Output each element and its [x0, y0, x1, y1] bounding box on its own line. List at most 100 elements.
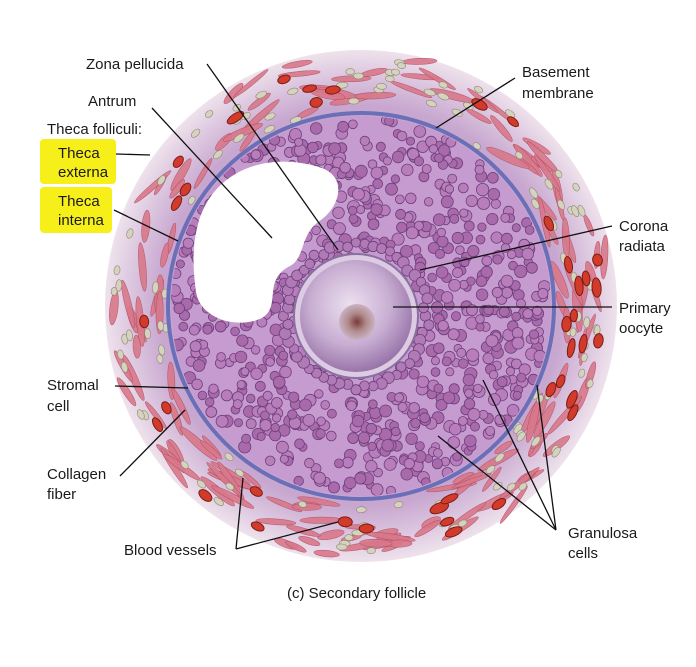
label-granulosa-cells-line2: cells — [568, 545, 598, 562]
granulosa-cell — [409, 369, 419, 379]
granulosa-cell — [493, 255, 502, 264]
granulosa-cell — [242, 434, 251, 443]
granulosa-cell — [352, 415, 364, 427]
granulosa-cell — [327, 409, 336, 418]
granulosa-cell — [476, 289, 488, 301]
granulosa-cell — [409, 403, 420, 414]
granulosa-cell — [491, 199, 500, 208]
granulosa-cell — [270, 302, 281, 313]
granulosa-cell — [435, 249, 444, 258]
label-antrum: Antrum — [88, 93, 136, 110]
granulosa-cell — [477, 197, 489, 209]
granulosa-cell — [513, 391, 521, 399]
granulosa-cell — [397, 222, 407, 232]
granulosa-cell — [417, 376, 429, 388]
granulosa-cell — [315, 390, 324, 399]
granulosa-cell — [468, 245, 479, 256]
oocyte-nucleus — [339, 304, 375, 340]
granulosa-cell — [347, 401, 357, 411]
granulosa-cell — [342, 457, 353, 468]
granulosa-cell — [488, 172, 499, 183]
granulosa-cell — [434, 343, 445, 354]
granulosa-cell — [424, 198, 433, 207]
label-collagen-fiber-line1: Collagen — [47, 466, 106, 483]
granulosa-cell — [396, 209, 406, 219]
corona-radiata-cell — [284, 294, 294, 304]
granulosa-cell — [449, 279, 461, 291]
granulosa-cell — [193, 360, 205, 372]
stromal-cell — [348, 98, 359, 104]
granulosa-cell — [453, 268, 463, 278]
granulosa-cell — [384, 458, 396, 470]
granulosa-cell — [431, 357, 439, 365]
granulosa-cell — [221, 390, 232, 401]
granulosa-cell — [333, 207, 345, 219]
granulosa-cell — [392, 151, 404, 163]
stromal-cell — [345, 534, 354, 540]
granulosa-cell — [466, 195, 477, 206]
granulosa-cell — [176, 260, 184, 268]
granulosa-cell — [280, 366, 292, 378]
granulosa-cell — [435, 154, 444, 163]
granulosa-cell — [502, 233, 513, 244]
granulosa-cell — [179, 322, 188, 331]
granulosa-cell — [434, 449, 443, 458]
granulosa-cell — [360, 136, 369, 145]
granulosa-cell — [476, 315, 485, 324]
label-basement-membrane-line2: membrane — [522, 85, 594, 102]
label-blood-vessels: Blood vessels — [124, 542, 217, 559]
granulosa-cell — [246, 419, 256, 429]
granulosa-cell — [183, 238, 193, 248]
granulosa-cell — [310, 123, 322, 135]
granulosa-cell — [497, 377, 507, 387]
granulosa-cell — [414, 126, 426, 138]
granulosa-cell — [515, 265, 527, 277]
granulosa-cell — [487, 213, 498, 224]
granulosa-cell — [414, 157, 423, 166]
stromal-cell — [353, 73, 363, 79]
granulosa-cell — [246, 394, 255, 403]
label-stromal-cell-line2: cell — [47, 398, 70, 415]
granulosa-cell — [205, 398, 214, 407]
granulosa-cell — [411, 418, 421, 428]
granulosa-cell — [251, 150, 261, 160]
granulosa-cell — [406, 227, 418, 239]
granulosa-cell — [502, 287, 513, 298]
granulosa-cell — [492, 287, 502, 297]
granulosa-cell — [402, 164, 414, 176]
granulosa-cell — [386, 183, 398, 195]
granulosa-cell — [448, 437, 460, 449]
granulosa-cell — [438, 321, 448, 331]
granulosa-cell — [380, 405, 392, 417]
granulosa-cell — [468, 409, 480, 421]
granulosa-cell — [436, 267, 448, 279]
stromal-cell — [336, 544, 347, 551]
granulosa-cell — [206, 407, 217, 418]
granulosa-cell — [401, 245, 413, 257]
granulosa-cell — [383, 157, 391, 165]
granulosa-cell — [316, 429, 325, 438]
granulosa-cell — [512, 312, 521, 321]
granulosa-cell — [305, 458, 315, 468]
granulosa-cell — [398, 403, 407, 412]
granulosa-cell — [366, 423, 376, 433]
granulosa-cell — [273, 376, 285, 388]
granulosa-cell — [443, 392, 455, 404]
granulosa-cell — [190, 341, 201, 352]
granulosa-cell — [415, 442, 424, 451]
granulosa-cell — [216, 415, 228, 427]
stromal-cell — [583, 317, 590, 329]
granulosa-cell — [174, 303, 185, 314]
granulosa-cell — [329, 143, 341, 155]
granulosa-cell — [348, 433, 359, 444]
granulosa-cell — [348, 206, 357, 215]
granulosa-cell — [376, 142, 385, 151]
granulosa-cell — [255, 381, 265, 391]
blood-vessel — [359, 524, 374, 533]
granulosa-cell — [241, 368, 249, 376]
granulosa-cell — [433, 214, 445, 226]
granulosa-cell — [233, 400, 242, 409]
granulosa-cell — [449, 423, 461, 435]
label-theca-interna-line2: interna — [58, 212, 105, 229]
granulosa-cell — [257, 432, 265, 440]
